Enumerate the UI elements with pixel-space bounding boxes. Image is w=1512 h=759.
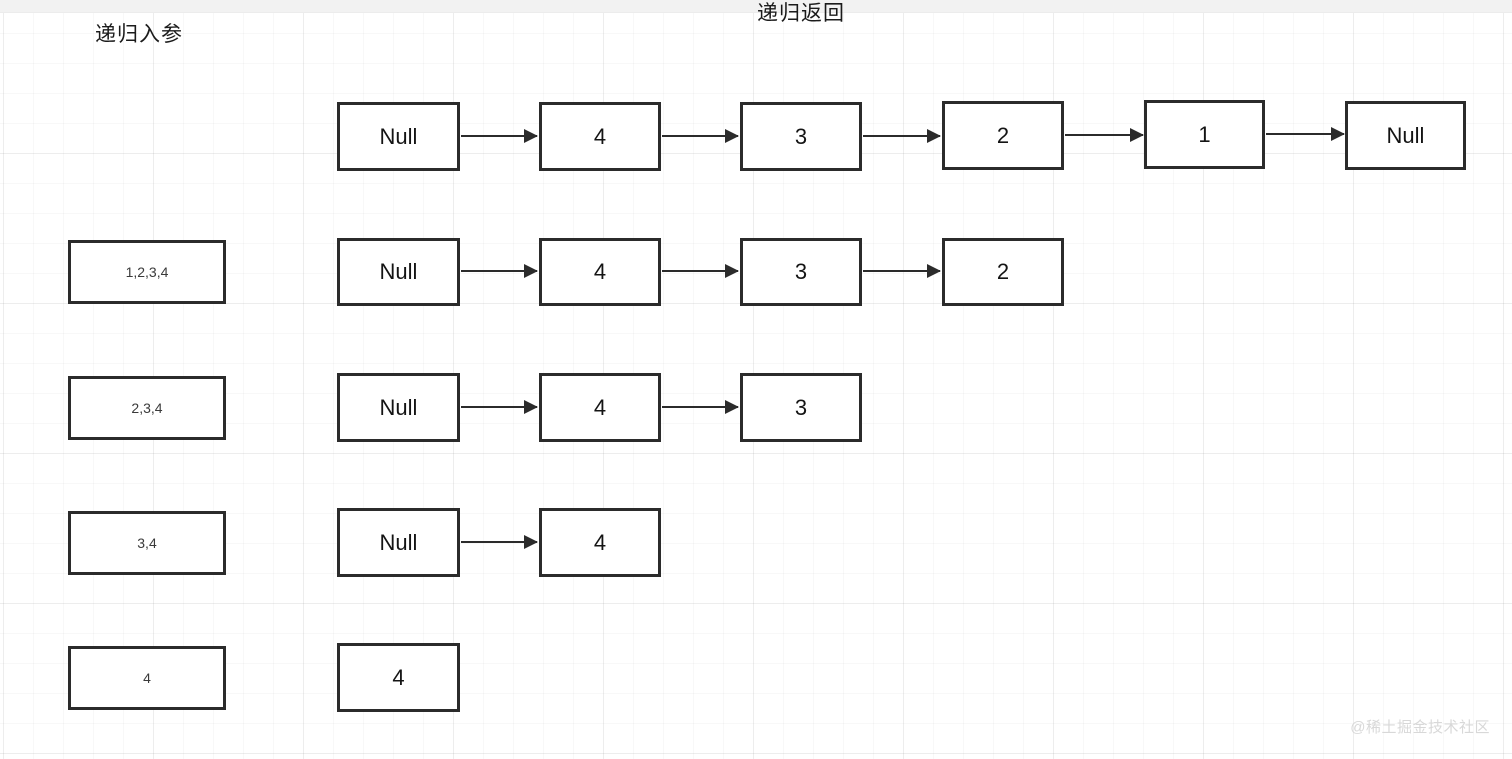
list-node: 2	[942, 101, 1064, 170]
section-title-recursion-return: 递归返回	[757, 2, 845, 25]
param-box: 1,2,3,4	[68, 240, 226, 304]
top-bar	[0, 0, 1512, 13]
param-box: 3,4	[68, 511, 226, 575]
arrow-connector	[1065, 134, 1143, 136]
list-node: 4	[539, 238, 661, 306]
arrow-connector	[461, 541, 537, 543]
arrow-connector	[662, 406, 738, 408]
arrow-connector	[1266, 133, 1344, 135]
section-title-recursion-input: 递归入参	[95, 23, 183, 46]
param-box: 4	[68, 646, 226, 710]
list-node: 3	[740, 238, 862, 306]
list-node: 1	[1144, 100, 1265, 169]
arrow-connector	[461, 270, 537, 272]
arrow-connector	[662, 270, 738, 272]
arrow-connector	[662, 135, 738, 137]
watermark-label: @稀土掘金技术社区	[1350, 719, 1490, 736]
list-node: Null	[337, 102, 460, 171]
list-node: 3	[740, 102, 862, 171]
list-node: Null	[1345, 101, 1466, 170]
arrow-connector	[863, 135, 940, 137]
list-node: 4	[539, 102, 661, 171]
arrow-connector	[461, 135, 537, 137]
param-box: 2,3,4	[68, 376, 226, 440]
list-node: Null	[337, 373, 460, 442]
list-node: Null	[337, 508, 460, 577]
list-node: 2	[942, 238, 1064, 306]
list-node: 4	[539, 508, 661, 577]
list-node: 4	[539, 373, 661, 442]
list-node: Null	[337, 238, 460, 306]
arrow-connector	[461, 406, 537, 408]
arrow-connector	[863, 270, 940, 272]
list-node: 3	[740, 373, 862, 442]
list-node: 4	[337, 643, 460, 712]
